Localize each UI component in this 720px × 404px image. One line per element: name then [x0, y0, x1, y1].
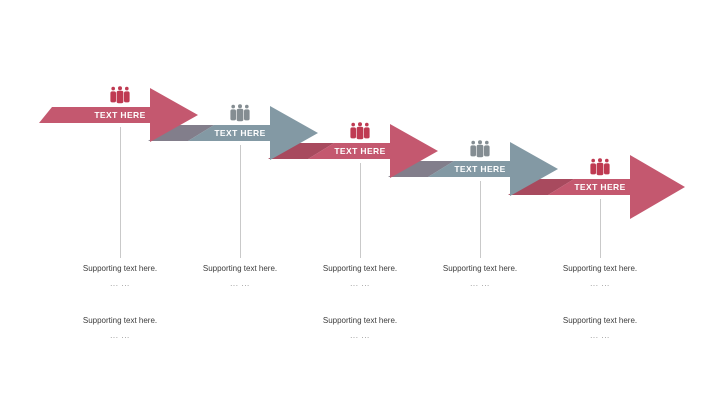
arrow-shape[interactable]: [308, 124, 438, 178]
ellipsis-dots[interactable]: ... ...: [110, 331, 130, 340]
arrow-label[interactable]: TEXT HERE: [334, 146, 385, 156]
process-arrow-1[interactable]: [39, 88, 198, 142]
process-arrow-5[interactable]: [508, 155, 685, 219]
process-arrow-2[interactable]: [148, 106, 318, 160]
ellipsis-dots[interactable]: ... ...: [590, 331, 610, 340]
ellipsis-dots[interactable]: ... ...: [350, 331, 370, 340]
arrow-shape[interactable]: [428, 142, 558, 196]
supporting-text[interactable]: Supporting text here.: [323, 316, 397, 325]
ellipsis-dots[interactable]: ... ...: [470, 279, 490, 288]
arrow-tail-fold: [268, 143, 334, 159]
supporting-text[interactable]: Supporting text here.: [83, 316, 157, 325]
ellipsis-dots[interactable]: ... ...: [590, 279, 610, 288]
arrow-label[interactable]: TEXT HERE: [94, 110, 145, 120]
people-group-icon: [470, 140, 490, 158]
people-group-icon: [350, 122, 370, 140]
ellipsis-dots[interactable]: ... ...: [350, 279, 370, 288]
arrow-label[interactable]: TEXT HERE: [574, 182, 625, 192]
people-group-icon: [110, 86, 130, 104]
ellipsis-dots[interactable]: ... ...: [230, 279, 250, 288]
process-arrow-4[interactable]: [388, 142, 558, 196]
arrow-shape[interactable]: [188, 106, 318, 160]
supporting-text[interactable]: Supporting text here.: [563, 316, 637, 325]
supporting-text[interactable]: Supporting text here.: [83, 264, 157, 273]
arrow-tail-fold: [508, 179, 574, 195]
supporting-text[interactable]: Supporting text here.: [563, 264, 637, 273]
supporting-text[interactable]: Supporting text here.: [203, 264, 277, 273]
people-group-icon: [590, 158, 610, 176]
people-group-icon: [230, 104, 250, 122]
arrow-label[interactable]: TEXT HERE: [214, 128, 265, 138]
ellipsis-dots[interactable]: ... ...: [110, 279, 130, 288]
process-arrow-3[interactable]: [268, 124, 438, 178]
arrow-tail-fold: [388, 161, 454, 177]
supporting-text[interactable]: Supporting text here.: [323, 264, 397, 273]
arrow-shape[interactable]: [548, 155, 685, 219]
arrow-tail-fold: [148, 125, 214, 141]
supporting-text[interactable]: Supporting text here.: [443, 264, 517, 273]
arrow-shape[interactable]: [39, 88, 198, 142]
arrow-label[interactable]: TEXT HERE: [454, 164, 505, 174]
